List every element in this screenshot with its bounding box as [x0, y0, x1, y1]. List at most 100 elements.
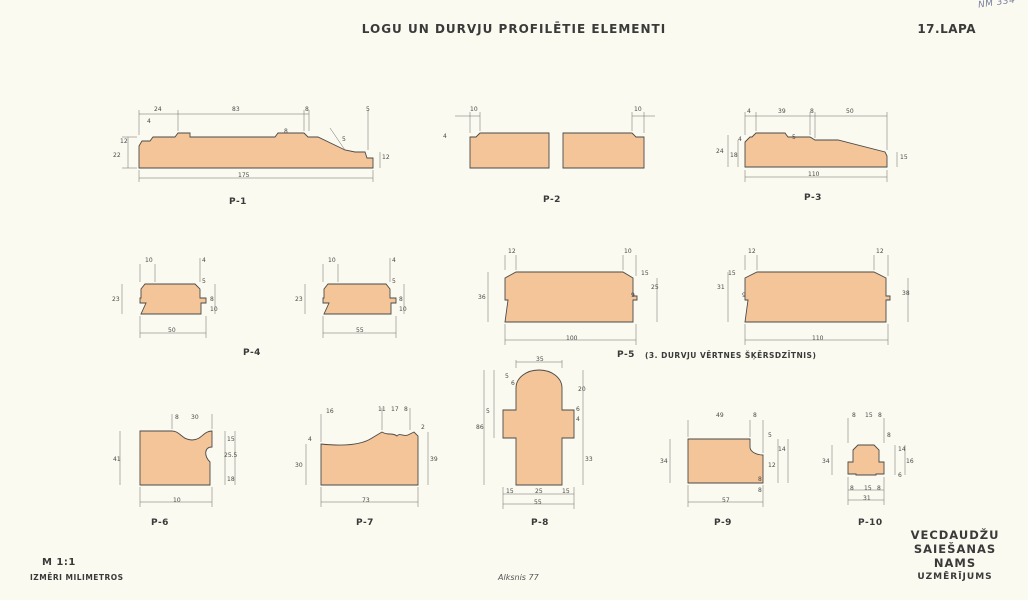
- dim-p3-9: 4: [738, 136, 742, 143]
- dim-p1-8: 8: [284, 128, 288, 135]
- profile-p10: [831, 418, 906, 505]
- dim-p3-3: 50: [846, 108, 854, 115]
- profile-p7: [305, 408, 429, 507]
- dim-p4-4: 8: [210, 296, 214, 303]
- project-line-3: NAMS: [933, 556, 977, 570]
- profile-p8: [483, 360, 584, 509]
- dim-p9-4: 8: [758, 487, 762, 494]
- dim-p6-5: 18: [227, 476, 235, 483]
- profile-label-p8: P-8: [531, 518, 549, 528]
- profile-p4: [121, 258, 216, 338]
- profile-label-p5: P-5: [617, 350, 635, 360]
- dim-p5-11: 38: [902, 290, 910, 297]
- dim-p2-2: 4: [443, 133, 447, 140]
- profile-label-p1: P-1: [229, 197, 247, 207]
- dim-p8-8: 15: [562, 488, 570, 495]
- dim-p9-5: 12: [768, 462, 776, 469]
- dim-p3-6: 18: [730, 152, 738, 159]
- dim-p3-5: 24: [716, 148, 724, 155]
- profile-p4b: [304, 258, 405, 338]
- dim-p6-4: 25.5: [224, 452, 238, 459]
- dim-p10-6: 8: [877, 485, 881, 492]
- profile-label-p7: P-7: [356, 518, 374, 528]
- dim-p7-2: 17: [391, 406, 399, 413]
- dim-p1-6: 22: [113, 152, 121, 159]
- dim-p7-8: 4: [308, 436, 312, 443]
- dim-p10-2: 8: [878, 412, 882, 419]
- dim-p1-7: 4: [147, 118, 151, 125]
- dim-p10-9: 14: [898, 446, 906, 453]
- dim-p4b-5: 10: [399, 306, 407, 313]
- dim-p10-3: 34: [822, 458, 830, 465]
- dim-p8-2: 6: [511, 380, 515, 387]
- dim-p9-2: 34: [660, 458, 668, 465]
- dim-p8-7: 25: [535, 488, 543, 495]
- profile-p1: [122, 110, 381, 182]
- dim-p8-3: 20: [578, 386, 586, 393]
- dim-p1-2: 8: [305, 106, 309, 113]
- dim-p1-9: 12: [382, 154, 390, 161]
- profile-p3: [727, 112, 898, 182]
- dim-p10-1: 15: [865, 412, 873, 419]
- dim-p1-0: 24: [154, 106, 162, 113]
- dim-p4-2: 50: [168, 327, 176, 334]
- dim-p3-8: 5: [792, 134, 796, 141]
- dim-p8-12: 4: [576, 416, 580, 423]
- dim-p9-1: 8: [753, 412, 757, 419]
- dim-p6-1: 30: [191, 414, 199, 421]
- dim-p8-4: 86: [476, 424, 484, 431]
- dim-p10-5: 15: [864, 485, 872, 492]
- dim-p5-13: 9: [742, 292, 746, 299]
- dim-p6-3: 15: [227, 436, 235, 443]
- dim-p7-6: 39: [430, 456, 438, 463]
- dim-p10-8: 8: [887, 432, 891, 439]
- profile-label-p9: P-9: [714, 518, 732, 528]
- dim-p9-0: 49: [716, 412, 724, 419]
- dim-p5-9: 110: [812, 335, 824, 342]
- dim-p9-6: 5: [768, 432, 772, 439]
- profile-p5: [487, 255, 909, 345]
- units-note: IZMĒRI MILIMETROS: [30, 573, 124, 582]
- profile-label-p4: P-4: [243, 348, 261, 358]
- dim-p9-8: 8: [758, 476, 762, 483]
- dim-p3-4: 110: [808, 171, 820, 178]
- profile-label-p3: P-3: [804, 193, 822, 203]
- profile-label-p6: P-6: [151, 518, 169, 528]
- dim-p1-3: 5: [366, 106, 370, 113]
- dim-p8-9: 55: [534, 499, 542, 506]
- dim-p5-0: 12: [508, 248, 516, 255]
- dim-p9-3: 57: [722, 497, 730, 504]
- sheet-number: 17.LAPA: [917, 22, 976, 36]
- dim-p2-0: 10: [470, 106, 478, 113]
- dim-p4b-3: 23: [295, 296, 303, 303]
- dim-p7-7: 2: [421, 424, 425, 431]
- profile-p2: [455, 112, 655, 169]
- dim-p5-7: 12: [748, 248, 756, 255]
- dim-p5-8: 12: [876, 248, 884, 255]
- profile-note-p5: (3. DURVJU VĒRTNES ŠĶĒRSDZĪTNIS): [645, 351, 817, 360]
- dim-p7-4: 73: [362, 497, 370, 504]
- dim-p5-6: 9: [631, 292, 635, 299]
- dim-p3-1: 39: [778, 108, 786, 115]
- dim-p4b-2: 55: [356, 327, 364, 334]
- dim-p8-6: 15: [506, 488, 514, 495]
- dim-p5-1: 10: [624, 248, 632, 255]
- dim-p10-10: 16: [906, 458, 914, 465]
- dim-p10-0: 8: [852, 412, 856, 419]
- project-title-block: VECDAUDŽU SAIEŠANAS NAMS UZMĒRĪJUMS: [900, 528, 1010, 584]
- dim-p2-1: 10: [634, 106, 642, 113]
- dim-p3-0: 4: [747, 108, 751, 115]
- project-line-1: VECDAUDŽU: [910, 528, 1000, 542]
- dim-p4-6: 5: [202, 278, 206, 285]
- project-line-4: UZMĒRĪJUMS: [917, 572, 993, 582]
- dim-p5-12: 15: [728, 270, 736, 277]
- sheet-title: LOGU UN DURVJU PROFILĒTIE ELEMENTI: [361, 22, 667, 36]
- dim-p9-7: 14: [778, 446, 786, 453]
- project-line-2: SAIEŠANAS: [913, 542, 997, 556]
- dim-p1-5: 12: [120, 138, 128, 145]
- dim-p7-3: 8: [404, 406, 408, 413]
- signature: Alksnis 77: [498, 573, 539, 582]
- dim-p1-10: 5: [342, 136, 346, 143]
